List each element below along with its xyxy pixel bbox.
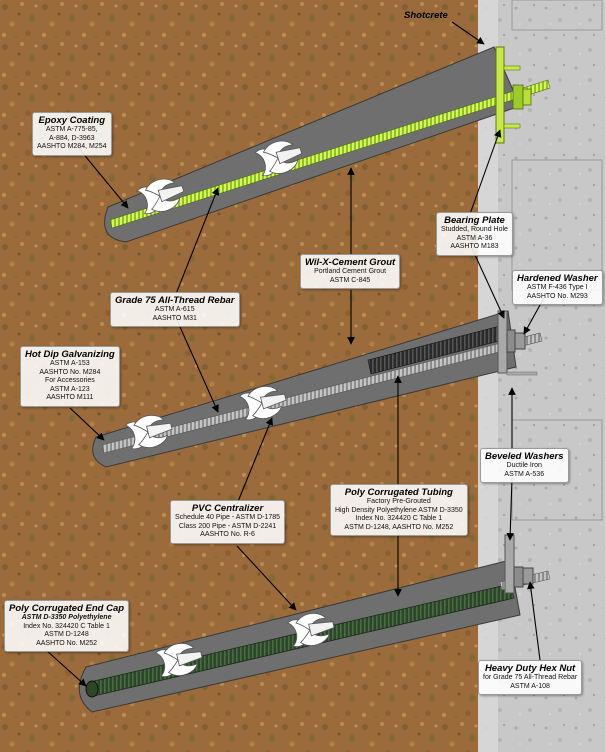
hardware-2 [497, 310, 538, 376]
bearing-plate [495, 46, 532, 144]
grout-label: Wil-X-Cement Grout Portland Cement Grout… [300, 254, 401, 289]
beveled-washers-label: Beveled Washers Ductile Iron ASTM A-536 [480, 448, 569, 483]
hex-nut-label: Heavy Duty Hex Nut for Grade 75 All-Thre… [478, 660, 583, 695]
epoxy-coated-bar [109, 79, 551, 229]
bearing-plate-label: Bearing Plate Studded, Round Hole ASTM A… [436, 212, 513, 256]
shotcrete-title: Shotcrete [404, 10, 448, 21]
hot-dip-galvanizing-label: Hot Dip Galvanizing ASTM A-153 AASHTO No… [20, 346, 120, 407]
hardened-washer-label: Hardened Washer ASTM F-436 Type I AASHTO… [512, 270, 603, 305]
leader-arrows [45, 21, 546, 687]
pvc-centralizer-label: PVC Centralizer Schedule 40 Pipe - ASTM … [170, 500, 286, 544]
galvanized-bar [101, 325, 543, 454]
poly-end-cap-label: Poly Corrugated End Cap ASTM D-3350 Poly… [4, 600, 130, 652]
grade75-rebar-label: Grade 75 All-Thread Rebar ASTM A-615 AAS… [110, 292, 240, 327]
poly-corrugated-tubing-label: Poly Corrugated Tubing Factory Pre-Grout… [330, 484, 468, 536]
epoxy-coating-label: Epoxy Coating ASTM A-775-85, A-884, D-39… [32, 112, 112, 156]
shotcrete-label: Shotcrete [404, 10, 448, 21]
